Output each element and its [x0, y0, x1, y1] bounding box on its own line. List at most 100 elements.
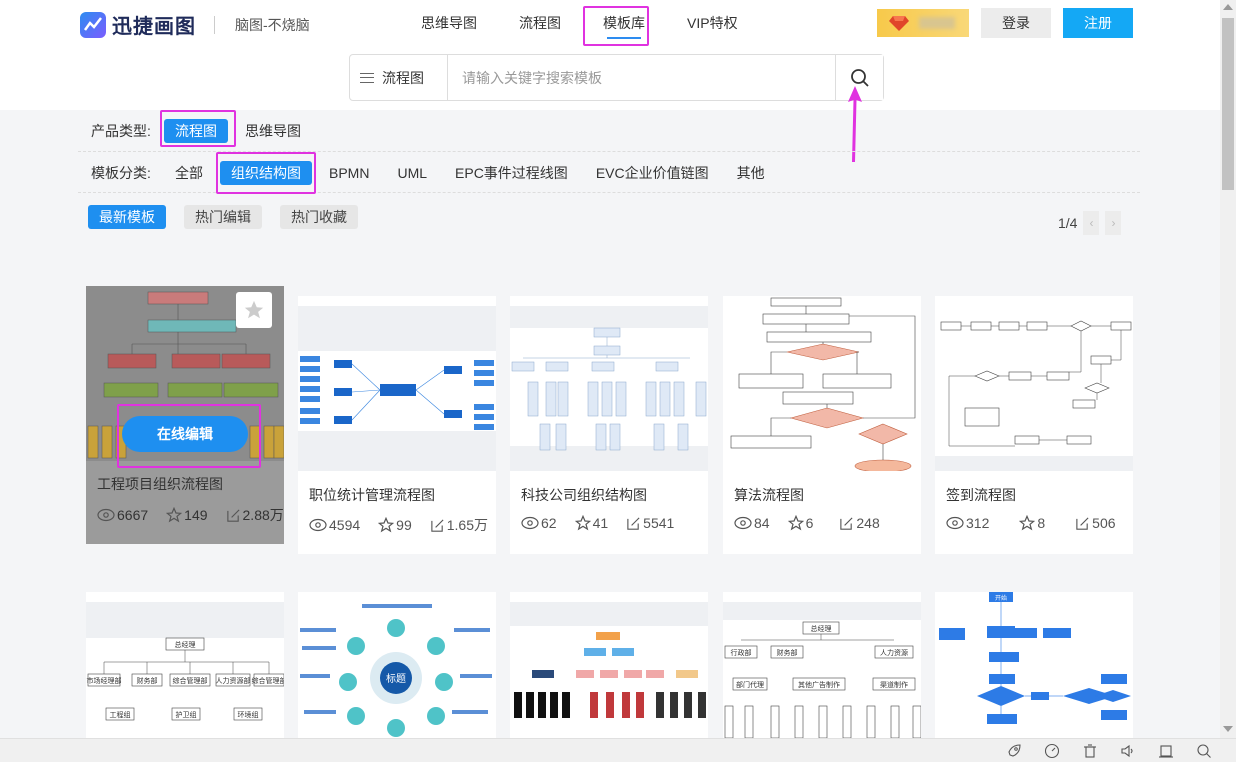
scrollbar-thumb[interactable] [1222, 18, 1234, 190]
annotation-arrow [848, 86, 862, 162]
org-node: 市场经理部 [87, 676, 122, 685]
template-thumbnail [723, 296, 921, 473]
template-thumbnail: 总经理 市场经理部 财务部 综合管理部 人力资源部 综合管理部 工程组 护卫组 … [86, 602, 287, 738]
org-node: 环境组 [238, 710, 259, 719]
template-card[interactable]: 标题 [298, 592, 496, 738]
logo-icon [80, 11, 106, 38]
rocket-icon[interactable] [1006, 743, 1022, 759]
sort-latest[interactable]: 最新模板 [88, 205, 166, 229]
edit-icon [226, 508, 240, 522]
template-title: 工程项目组织流程图 [97, 476, 223, 492]
product-type-label: 产品类型: [91, 122, 151, 139]
template-thumbnail: 总经理 行政部 财务部 人力资源 部门代理 其他广告制作 渠道制作 [723, 602, 922, 739]
search-type-selector[interactable]: 流程图 [350, 55, 448, 100]
category-uml[interactable]: UML [397, 164, 428, 181]
star-icon [1019, 515, 1036, 531]
sort-hot-edit[interactable]: 热门编辑 [184, 205, 262, 229]
slogan: 脑图-不烧脑 [235, 16, 310, 33]
search-button[interactable] [835, 55, 883, 100]
template-card[interactable]: 科技公司组织结构图 62 41 5541 [510, 296, 708, 554]
category-evc[interactable]: EVC企业价值链图 [595, 164, 709, 181]
category-bpmn[interactable]: BPMN [329, 164, 370, 181]
star-icon [166, 507, 183, 523]
template-title: 算法流程图 [734, 487, 804, 503]
nav-vip[interactable]: VIP特权 [687, 15, 738, 31]
template-thumbnail: 标题 [298, 602, 496, 738]
org-node: 总经理 [175, 640, 196, 649]
top-header: 迅捷画图 脑图-不烧脑 思维导图 流程图 模板库 VIP特权 登录 注册 流程图 [0, 0, 1220, 110]
eye-icon [734, 516, 752, 530]
org-node: 财务部 [137, 676, 158, 685]
template-card[interactable]: 算法流程图 84 6 248 [723, 296, 921, 554]
org-node: 渠道制作 [880, 680, 908, 689]
zoom-icon[interactable] [1196, 743, 1212, 759]
prev-page-button[interactable]: ‹ [1083, 211, 1100, 235]
speed-icon[interactable] [1044, 743, 1060, 759]
search-bar: 流程图 [349, 54, 884, 101]
template-card[interactable]: 总经理 市场经理部 财务部 综合管理部 人力资源部 综合管理部 工程组 护卫组 … [86, 592, 287, 738]
next-page-button[interactable]: › [1105, 211, 1122, 235]
favorite-button[interactable] [236, 292, 272, 328]
diamond-icon [889, 16, 909, 31]
category-epc[interactable]: EPC事件过程线图 [455, 164, 568, 181]
org-node: 部门代理 [736, 680, 764, 689]
edit-icon [627, 516, 640, 530]
template-card[interactable] [510, 592, 708, 738]
browser-bottom-toolbar [0, 738, 1236, 762]
edit-online-button[interactable]: 在线编辑 [122, 416, 248, 452]
template-thumbnail: 开始 [935, 592, 1133, 738]
template-card[interactable]: 职位统计管理流程图 4594 99 1.65万 [298, 296, 496, 554]
eye-icon [521, 516, 539, 530]
edit-icon [840, 516, 853, 530]
category-org-chart[interactable]: 组织结构图 [220, 160, 312, 185]
category-all[interactable]: 全部 [175, 164, 203, 181]
nav-flowchart[interactable]: 流程图 [519, 15, 561, 31]
main-nav: 思维导图 流程图 模板库 VIP特权 [400, 0, 759, 46]
template-card[interactable]: 总经理 行政部 财务部 人力资源 部门代理 其他广告制作 渠道制作 [723, 592, 922, 739]
product-mindmap[interactable]: 思维导图 [245, 122, 301, 139]
template-title: 签到流程图 [946, 487, 1016, 503]
window-icon[interactable] [1158, 743, 1174, 759]
mindmap-center: 标题 [386, 673, 406, 685]
eye-icon [946, 516, 964, 530]
template-stats: 62 41 5541 [521, 515, 692, 531]
star-icon [378, 517, 395, 533]
sort-tabs: 最新模板 热门编辑 热门收藏 [88, 205, 358, 229]
register-button[interactable]: 注册 [1063, 8, 1133, 38]
product-flowchart[interactable]: 流程图 [164, 118, 228, 143]
template-stats: 4594 99 1.65万 [309, 515, 506, 535]
star-icon [574, 515, 591, 531]
search-type-label: 流程图 [382, 69, 424, 86]
category-label: 模板分类: [91, 164, 151, 181]
search-input[interactable] [448, 55, 835, 100]
category-filter: 模板分类: 全部 组织结构图 BPMN UML EPC事件过程线图 EVC企业价… [78, 153, 1140, 193]
template-title: 职位统计管理流程图 [309, 487, 435, 503]
product-type-filter: 产品类型: 流程图 思维导图 [78, 110, 1140, 152]
star-icon [787, 515, 804, 531]
scroll-up-arrow[interactable] [1223, 4, 1233, 10]
org-node: 工程组 [110, 710, 131, 719]
page-indicator: 1/4 [1058, 215, 1078, 231]
org-node: 护卫组 [176, 710, 197, 719]
category-other[interactable]: 其他 [736, 164, 765, 181]
org-node: 行政部 [731, 648, 752, 657]
logo[interactable]: 迅捷画图 脑图-不烧脑 [80, 10, 310, 39]
login-button[interactable]: 登录 [981, 8, 1051, 38]
nav-template-library[interactable]: 模板库 [603, 9, 645, 39]
template-stats: 312 8 506 [946, 515, 1134, 531]
speaker-icon[interactable] [1120, 743, 1136, 759]
template-stats: 6667 149 2.88万 [97, 505, 302, 525]
pagination: 1/4 ‹ › [1058, 211, 1122, 235]
trash-icon[interactable] [1082, 743, 1098, 759]
sort-hot-fav[interactable]: 热门收藏 [280, 205, 358, 229]
org-node: 综合管理部 [173, 676, 208, 685]
eye-icon [97, 508, 115, 522]
template-thumbnail [298, 306, 496, 471]
scroll-down-arrow[interactable] [1223, 726, 1233, 732]
template-card[interactable]: 在线编辑 工程项目组织流程图 6667 149 2.88万 [86, 286, 285, 544]
template-card[interactable]: 签到流程图 312 8 506 [935, 296, 1133, 554]
org-node: 其他广告制作 [798, 680, 840, 689]
vip-user-badge[interactable] [877, 9, 969, 37]
nav-mindmap[interactable]: 思维导图 [421, 15, 477, 31]
template-card[interactable]: 开始 [935, 592, 1133, 738]
